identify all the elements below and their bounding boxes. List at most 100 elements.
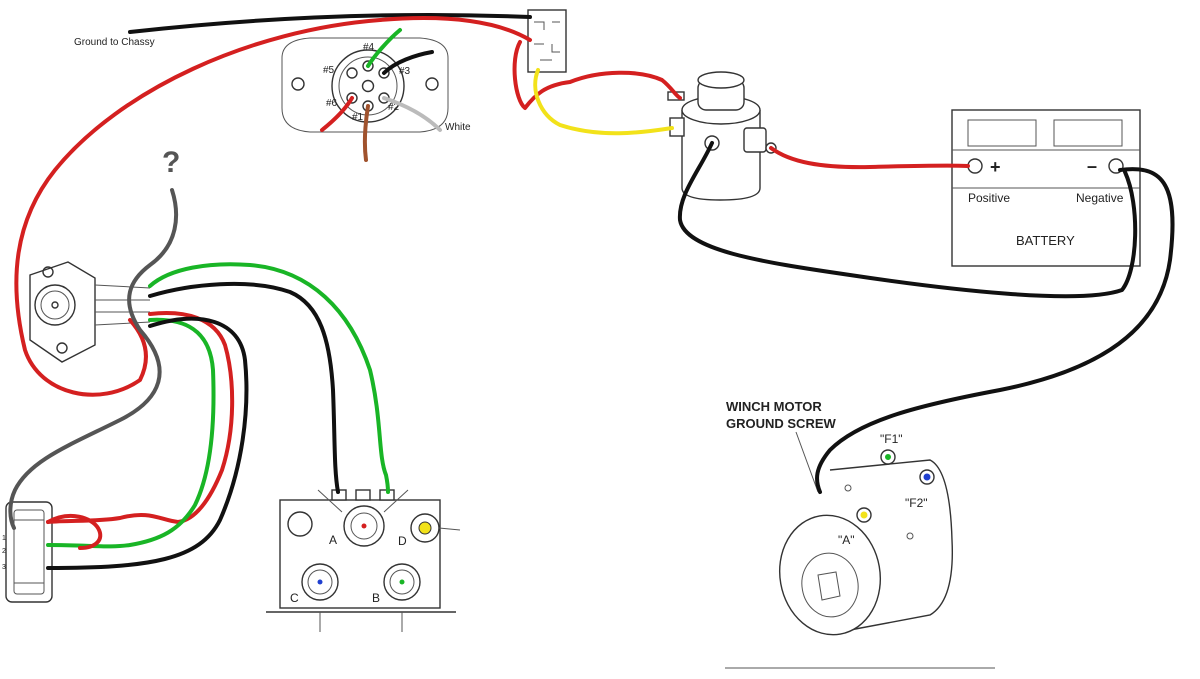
label-pin-6: #6: [326, 98, 338, 109]
control-box-tab-2: [355, 489, 371, 501]
left-connector-mount-top: [42, 266, 54, 278]
terminal-a-inner: [350, 512, 378, 540]
battery-positive-sign: +: [990, 157, 1001, 177]
rocker-switch: 1 2 3: [2, 501, 53, 603]
control-box-body: [279, 499, 441, 609]
terminal-b-dot: [399, 579, 405, 585]
switch-terminal-2: 2: [2, 548, 6, 555]
terminal-d-dot: [418, 521, 432, 535]
wire-gray-unknown: [8, 188, 179, 530]
wire-red-to-switch: [46, 311, 235, 524]
battery-cell-right: [1053, 119, 1123, 147]
ground-screw-pointer: [795, 431, 819, 493]
solenoid-cap-top: [697, 71, 745, 89]
winch-motor-end-bracket: [817, 571, 841, 601]
left-connector-wires: [94, 284, 151, 326]
winch-motor: "F1" "F2" "A" WINCH MOTOR GROUND SCREW: [726, 399, 954, 636]
terminal-c-inner: [307, 569, 333, 595]
terminal-f1-dot: [885, 454, 891, 460]
top-relay-contacts: [534, 21, 560, 61]
terminal-d-label: D: [398, 534, 407, 548]
battery: + – Positive Negative BATTERY: [951, 109, 1141, 267]
left-connector-pin: [51, 301, 59, 309]
label-pin-4: #4: [363, 42, 375, 53]
terminal-c: [301, 563, 339, 601]
battery-negative-label: Negative: [1076, 191, 1124, 205]
terminal-c-label: C: [290, 591, 299, 605]
switch-terminal-3: 3: [2, 564, 6, 571]
wire-ground-to-chassy: [128, 12, 532, 34]
rocker-switch-body: [5, 501, 53, 603]
terminal-d-lead: [438, 527, 461, 531]
label-pin-5: #5: [323, 65, 335, 76]
wire-green-to-control: [148, 262, 390, 494]
label-pin-1: #1: [352, 112, 364, 123]
wire-yellow: [533, 68, 674, 136]
wire-red-main: [14, 16, 532, 397]
terminal-f2-dot: [923, 473, 931, 481]
white-wire-label: White: [445, 122, 471, 133]
label-pin-3: #3: [399, 66, 411, 77]
battery-positive-post: [967, 158, 983, 174]
terminal-b-inner: [389, 569, 415, 595]
mount-hole-right: [425, 77, 439, 91]
terminal-b: [383, 563, 421, 601]
left-connector-ring: [34, 284, 76, 326]
label-f1: "F1": [880, 432, 903, 446]
winch-motor-end-cap: [778, 514, 882, 636]
winch-motor-end-inner: [801, 552, 859, 618]
battery-cell-left: [967, 119, 1037, 147]
switch-terminal-1: 1: [2, 535, 6, 542]
pin-center: [361, 79, 375, 93]
wire-green-to-switch: [46, 317, 216, 549]
left-connector-plate: [29, 261, 96, 363]
terminal-a: [343, 505, 385, 547]
label-motor-a: "A": [838, 533, 855, 547]
question-mark: ?: [162, 146, 180, 179]
solenoid-stud-right: [743, 127, 767, 153]
terminal-a-label: A: [329, 533, 337, 547]
rocker-switch-face: [13, 509, 45, 595]
terminal-a-dot: [361, 523, 367, 529]
wire-brown-pin1: [362, 104, 370, 162]
wire-red-switch-loop: [46, 513, 103, 550]
wire-white-pin2: [382, 96, 442, 132]
winch-ground-label-line2: GROUND SCREW: [726, 416, 837, 431]
ground-to-chassy-label: Ground to Chassy: [74, 37, 155, 48]
top-relay: [527, 9, 567, 73]
wire-red-relay-solenoid: [512, 40, 682, 110]
terminal-b-label: B: [372, 591, 380, 605]
wire-black-battery: [677, 141, 1138, 299]
label-f2: "F2": [905, 496, 928, 510]
wire-black-to-switch: [46, 316, 249, 570]
connector-ring-outer: [331, 49, 405, 123]
battery-positive-label: Positive: [968, 191, 1010, 205]
solenoid: [667, 71, 777, 201]
terminal-motor-a-dot: [860, 511, 868, 519]
top-relay-body: [527, 9, 567, 73]
pin-5: [346, 67, 358, 79]
left-connector-inner: [40, 290, 70, 320]
left-connector-mount-bottom: [56, 342, 68, 354]
terminal-c-dot: [317, 579, 323, 585]
ground-screw: [844, 484, 852, 492]
mount-hole-left: [291, 77, 305, 91]
wire-red-pin6: [320, 96, 354, 132]
wire-black-motor-ground: [815, 167, 1175, 494]
wire-green-pin4: [366, 28, 402, 68]
control-box-leads: [317, 489, 409, 513]
connector-plate: [281, 37, 449, 133]
wire-black-to-control: [148, 281, 340, 494]
wires: [8, 12, 1175, 570]
wire-black-pin3: [382, 50, 434, 75]
battery-negative-sign: –: [1087, 156, 1097, 176]
control-box: A D C B: [266, 489, 461, 632]
wire-red-battery-positive: [769, 146, 970, 170]
battery-label: BATTERY: [1016, 233, 1075, 248]
winch-ground-label-line1: WINCH MOTOR: [726, 399, 822, 414]
control-box-hole: [287, 511, 313, 537]
trailer-connector-left: [29, 261, 151, 363]
winch-motor-screw: [906, 532, 914, 540]
label-pin-2: #2: [388, 102, 400, 113]
